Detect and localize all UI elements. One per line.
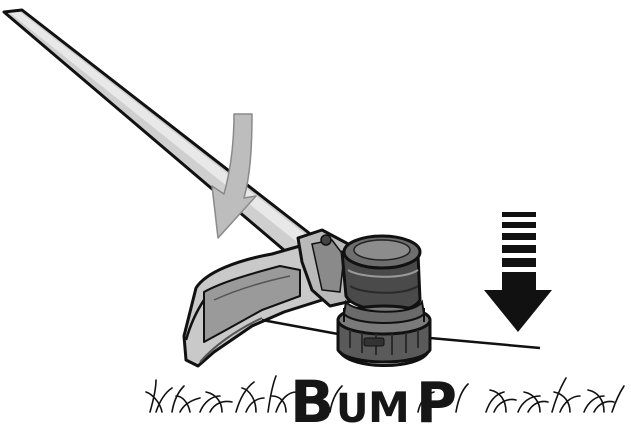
grass-right [486, 378, 624, 412]
striped-down-arrow-icon [484, 212, 552, 332]
bump-letter-m: M [368, 383, 410, 428]
bump-letter-u: U [336, 386, 368, 428]
bump-letter-p: P [416, 371, 457, 428]
bump-letter-b: B [290, 368, 334, 428]
grass-left [146, 376, 296, 412]
bump-label: B U M P [290, 368, 457, 428]
trimmer-shaft [4, 10, 318, 262]
